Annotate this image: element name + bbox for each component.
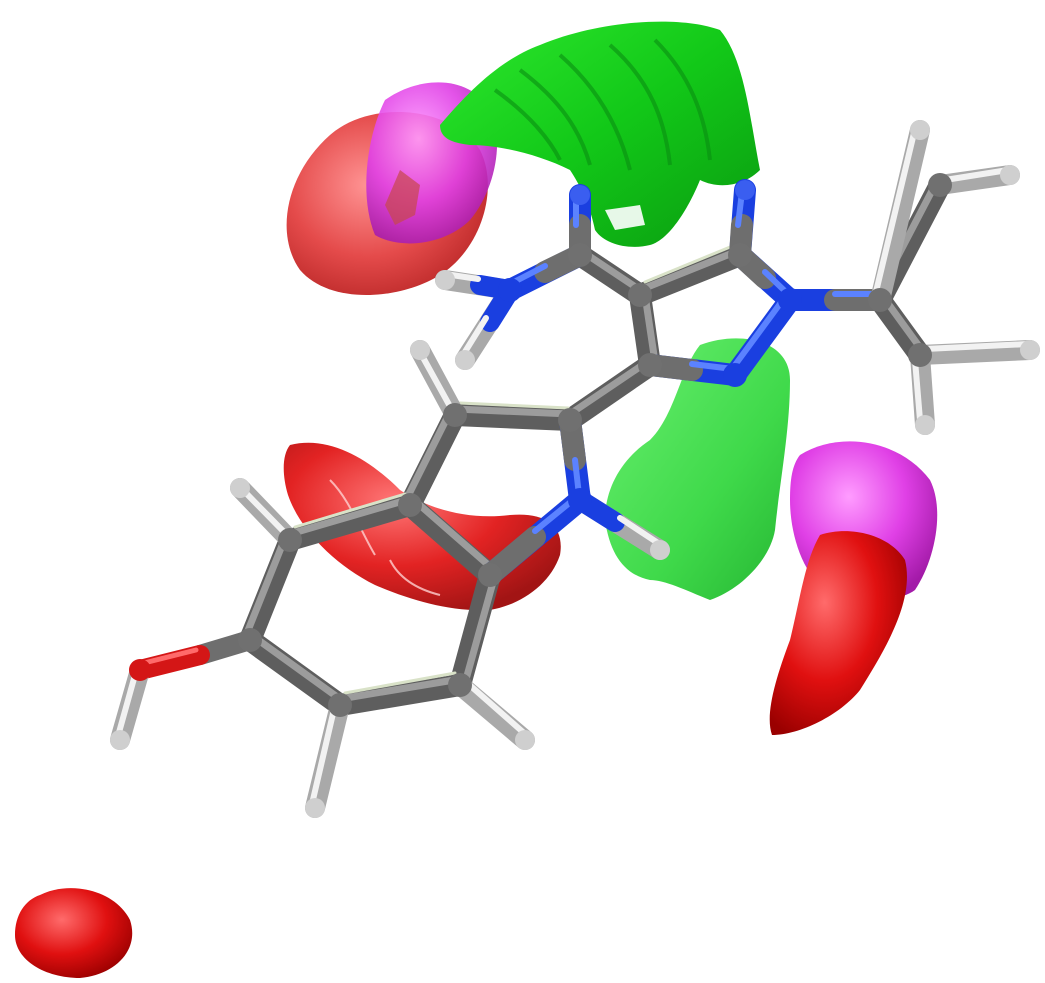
atom-joints <box>110 120 1040 818</box>
carbon-bonds <box>239 174 951 716</box>
green-surface-top <box>440 21 760 247</box>
red-surface-right <box>769 531 907 735</box>
red-surface-bottom-left <box>15 888 133 978</box>
interaction-surfaces <box>15 21 938 978</box>
molecule-stick-model-icon <box>110 120 1040 818</box>
